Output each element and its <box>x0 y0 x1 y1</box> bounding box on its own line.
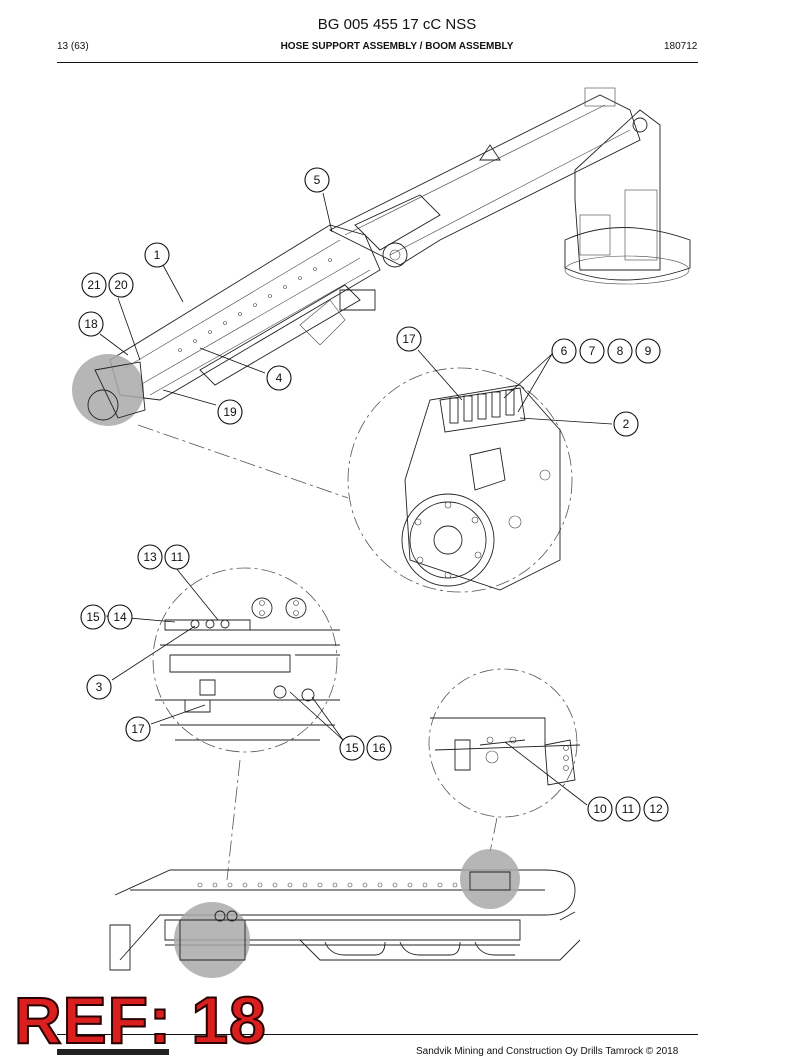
boom-illustration <box>72 87 691 499</box>
callout-21: 21 <box>81 272 107 298</box>
document-number: BG 005 455 17 cC NSS <box>317 16 477 33</box>
svg-text:18: 18 <box>84 317 98 331</box>
callout-11a: 11 <box>164 544 190 570</box>
page-number: 13 (63) <box>57 41 89 52</box>
callout-16: 16 <box>366 735 392 761</box>
callout-12: 12 <box>643 796 669 822</box>
svg-text:8: 8 <box>617 344 624 358</box>
svg-text:2: 2 <box>623 417 630 431</box>
svg-text:9: 9 <box>645 344 652 358</box>
callout-2: 2 <box>613 411 639 437</box>
svg-text:7: 7 <box>589 344 596 358</box>
ref-overlay-label: REF: 18 <box>13 982 267 1058</box>
svg-text:11: 11 <box>622 802 635 816</box>
callout-18: 18 <box>78 311 104 337</box>
svg-text:15: 15 <box>86 610 100 624</box>
svg-text:16: 16 <box>372 741 386 755</box>
svg-text:20: 20 <box>114 278 128 292</box>
detail-rear-bracket <box>428 668 581 853</box>
callout-4: 4 <box>266 365 292 391</box>
callout-6: 6 <box>551 338 577 364</box>
detail-boom-head <box>347 367 573 593</box>
callout-13: 13 <box>137 544 163 570</box>
section-title: HOSE SUPPORT ASSEMBLY / BOOM ASSEMBLY <box>280 41 514 52</box>
callout-17b: 17 <box>125 716 151 742</box>
callout-5: 5 <box>304 167 330 193</box>
svg-text:17: 17 <box>131 722 145 736</box>
svg-text:3: 3 <box>96 680 103 694</box>
svg-text:11: 11 <box>171 550 184 564</box>
svg-text:4: 4 <box>276 371 283 385</box>
callout-1: 1 <box>144 242 170 268</box>
svg-text:21: 21 <box>87 278 101 292</box>
callout-20: 20 <box>108 272 134 298</box>
callout-10: 10 <box>587 796 613 822</box>
callout-19: 19 <box>217 399 243 425</box>
svg-text:19: 19 <box>223 405 237 419</box>
sandvik-logo-strip <box>57 1049 169 1055</box>
footer-copyright: Sandvik Mining and Construction Oy Drill… <box>416 1046 679 1057</box>
header-rule <box>57 62 698 63</box>
callout-7: 7 <box>579 338 605 364</box>
callout-3: 3 <box>86 674 112 700</box>
boom-side-view <box>109 849 581 978</box>
leader-lines <box>99 192 613 806</box>
date-code: 180712 <box>664 41 698 52</box>
footer-rule <box>57 1034 698 1035</box>
svg-text:6: 6 <box>561 344 568 358</box>
detail-hose-clamp <box>152 567 340 881</box>
svg-text:14: 14 <box>113 610 127 624</box>
callout-11b: 11 <box>615 796 641 822</box>
callout-14: 14 <box>107 604 133 630</box>
svg-text:13: 13 <box>143 550 157 564</box>
svg-text:5: 5 <box>314 173 321 187</box>
svg-text:1: 1 <box>154 248 161 262</box>
callout-15a: 15 <box>80 604 106 630</box>
svg-text:10: 10 <box>593 802 607 816</box>
callout-8: 8 <box>607 338 633 364</box>
callout-17a: 17 <box>396 326 422 352</box>
callout-15b: 15 <box>339 735 365 761</box>
svg-text:15: 15 <box>345 741 359 755</box>
svg-text:12: 12 <box>649 802 663 816</box>
svg-text:17: 17 <box>402 332 416 346</box>
callout-9: 9 <box>635 338 661 364</box>
